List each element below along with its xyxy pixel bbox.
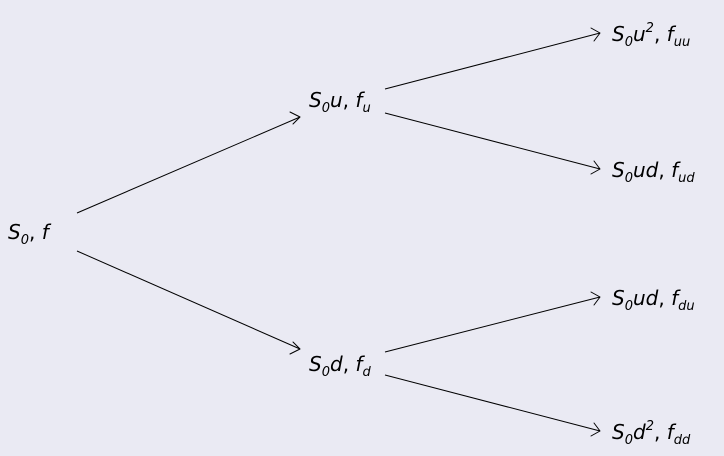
- edge-d-to-du: [384, 296, 601, 353]
- arrowhead-root-to-d: [289, 341, 301, 355]
- node-dd-fn: f: [666, 420, 674, 444]
- node-d-base: S: [309, 352, 322, 376]
- node-ud-fn: f: [671, 158, 679, 182]
- node-d-fn-sub: d: [362, 365, 371, 380]
- edge-u-to-ud: [384, 112, 601, 170]
- node-uu-fn-sub: uu: [673, 35, 691, 50]
- edge-root-to-u: [76, 116, 301, 214]
- node-dd-sep: ,: [653, 420, 667, 444]
- node-dd-base-sub: 0: [624, 433, 633, 448]
- arrowhead-d-to-du: [590, 291, 601, 306]
- arrowhead-root-to-u: [289, 111, 301, 125]
- node-uu-sep: ,: [653, 22, 667, 46]
- node-uu-base-sub: 0: [624, 35, 633, 50]
- node-u-fn: f: [355, 88, 363, 112]
- node-du: S0ud, fdu: [612, 286, 695, 313]
- node-ud-fn-sub: ud: [678, 171, 695, 186]
- node-du-base-sub: 0: [624, 299, 633, 314]
- node-u-base-sub: 0: [321, 101, 330, 116]
- edge-d-to-dd: [384, 374, 601, 432]
- node-dd-base: S: [612, 420, 625, 444]
- node-d-fn: f: [355, 352, 363, 376]
- node-u: S0u, fu: [309, 88, 371, 115]
- node-ud-base-sub: 0: [624, 171, 633, 186]
- node-root-base-sub: 0: [20, 233, 29, 248]
- node-d-base-sub: 0: [321, 365, 330, 380]
- edge-root-to-d: [76, 250, 301, 350]
- node-du-fn: f: [671, 286, 679, 310]
- node-uu: S0u2, fuu: [612, 21, 690, 49]
- node-d-mult: d: [329, 352, 343, 376]
- node-uu-mult-sup: 2: [645, 21, 654, 36]
- node-ud-sep: ,: [658, 158, 672, 182]
- node-u-sep: ,: [342, 88, 356, 112]
- node-ud-mult: ud: [632, 158, 659, 182]
- node-ud-base: S: [612, 158, 625, 182]
- node-ud: S0ud, fud: [612, 158, 695, 185]
- node-uu-base: S: [612, 22, 625, 46]
- arrowhead-u-to-uu: [590, 27, 601, 42]
- node-u-mult: u: [329, 88, 343, 112]
- node-d-sep: ,: [342, 352, 356, 376]
- arrowhead-d-to-dd: [590, 422, 601, 437]
- node-dd-fn-sub: dd: [673, 433, 691, 448]
- node-du-mult: ud: [632, 286, 659, 310]
- node-du-fn-sub: du: [678, 299, 695, 314]
- node-du-base: S: [612, 286, 625, 310]
- node-uu-fn: f: [666, 22, 674, 46]
- node-du-sep: ,: [658, 286, 672, 310]
- node-u-fn-sub: u: [362, 101, 371, 116]
- node-dd: S0d2, fdd: [612, 419, 690, 447]
- edge-u-to-uu: [384, 32, 601, 90]
- node-root: S0, f: [8, 220, 49, 247]
- node-d: S0d, fd: [309, 352, 371, 379]
- node-root-base: S: [8, 220, 21, 244]
- node-root-sep: ,: [28, 220, 42, 244]
- node-root-fn: f: [41, 220, 49, 244]
- node-dd-mult-sup: 2: [645, 419, 654, 434]
- node-dd-mult: d: [632, 420, 646, 444]
- node-uu-mult: u: [632, 22, 646, 46]
- arrowhead-u-to-ud: [590, 160, 601, 175]
- node-u-base: S: [309, 88, 322, 112]
